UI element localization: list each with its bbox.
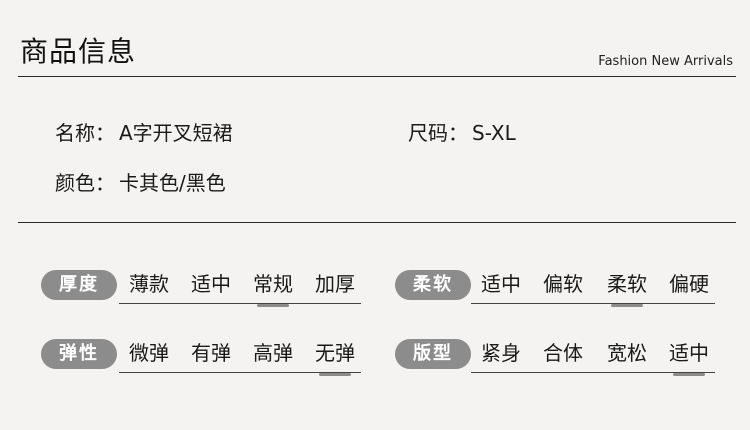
elasticity-option[interactable]: 无弹: [305, 336, 365, 376]
color-row: 颜色：卡其色/黑色: [55, 167, 226, 196]
softness-option[interactable]: 适中: [481, 272, 521, 296]
fit-options: 紧身 合体 宽松 适中: [471, 336, 717, 376]
thickness-attribute: 厚度 薄款 适中 常规 加厚: [41, 267, 363, 307]
thickness-badge: 厚度: [41, 270, 117, 300]
elasticity-badge: 弹性: [41, 339, 117, 369]
color-label: 颜色: [55, 171, 95, 195]
header-divider: [18, 76, 736, 77]
size-separator: ：: [448, 121, 468, 145]
name-row: 名称：A字开叉短裙: [55, 117, 233, 146]
thickness-baseline: [119, 303, 361, 304]
fit-baseline: [471, 372, 715, 373]
thickness-option[interactable]: 加厚: [315, 272, 355, 296]
elasticity-options: 微弹 有弹 高弹 无弹: [119, 336, 363, 376]
fit-option[interactable]: 适中: [659, 336, 719, 376]
size-row: 尺码：S-XL: [408, 117, 516, 146]
thickness-option[interactable]: 薄款: [129, 272, 169, 296]
name-separator: ：: [95, 121, 115, 145]
fit-option[interactable]: 宽松: [607, 341, 647, 365]
softness-badge: 柔软: [395, 270, 471, 300]
page-title: 商品信息: [20, 35, 137, 68]
softness-options: 适中 偏软 柔软 偏硬: [471, 267, 717, 307]
page-subtitle: Fashion New Arrivals: [598, 54, 733, 69]
softness-baseline: [471, 303, 715, 304]
color-value: 卡其色/黑色: [119, 171, 226, 195]
softness-option[interactable]: 偏硬: [669, 272, 709, 296]
softness-option[interactable]: 偏软: [543, 272, 583, 296]
softness-option[interactable]: 柔软: [597, 267, 657, 307]
section-divider: [18, 222, 736, 223]
softness-attribute: 柔软 适中 偏软 柔软 偏硬: [395, 267, 717, 307]
size-value: S-XL: [472, 121, 516, 145]
fit-option[interactable]: 紧身: [481, 341, 521, 365]
fit-badge: 版型: [395, 339, 471, 369]
fit-attribute: 版型 紧身 合体 宽松 适中: [395, 336, 717, 376]
fit-option[interactable]: 合体: [543, 341, 583, 365]
thickness-options: 薄款 适中 常规 加厚: [119, 267, 363, 307]
elasticity-option[interactable]: 高弹: [253, 341, 293, 365]
thickness-option[interactable]: 适中: [191, 272, 231, 296]
thickness-option[interactable]: 常规: [243, 267, 303, 307]
elasticity-baseline: [119, 372, 361, 373]
size-label: 尺码: [408, 121, 448, 145]
elasticity-attribute: 弹性 微弹 有弹 高弹 无弹: [41, 336, 363, 376]
elasticity-option[interactable]: 有弹: [191, 341, 231, 365]
name-label: 名称: [55, 121, 95, 145]
elasticity-option[interactable]: 微弹: [129, 341, 169, 365]
name-value: A字开叉短裙: [119, 121, 233, 145]
color-separator: ：: [95, 171, 115, 195]
